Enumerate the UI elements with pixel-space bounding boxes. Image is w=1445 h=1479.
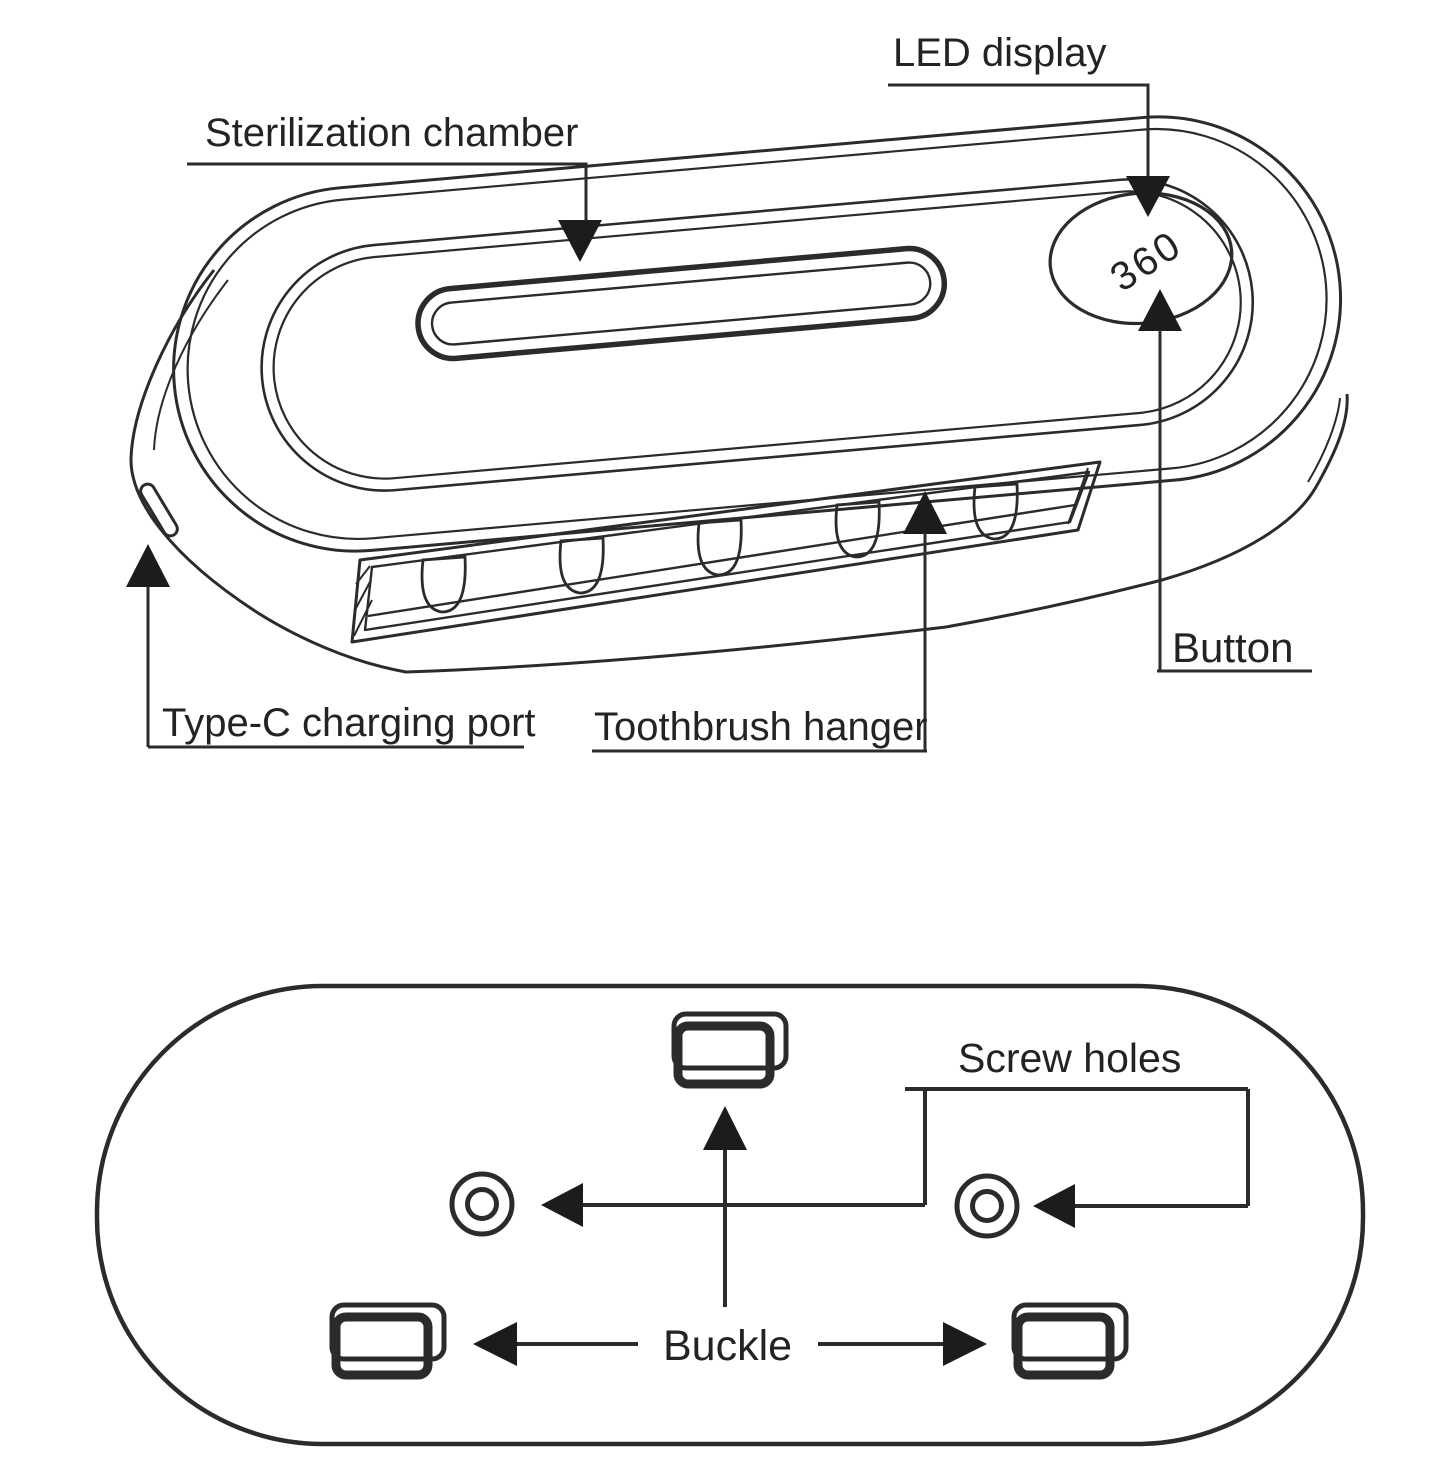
arrow-right-icon — [943, 1322, 987, 1366]
callout-type-c-charging-port: Type-C charging port — [126, 544, 536, 749]
device-top-perspective-view: 360 — [129, 115, 1349, 674]
screw-hole-right — [954, 1173, 1020, 1239]
callout-toothbrush-hanger: Toothbrush hanger — [592, 491, 947, 753]
buckle-top — [671, 1011, 789, 1089]
arrow-down-icon — [1126, 176, 1170, 217]
type-c-port-slot — [139, 482, 179, 538]
callout-sterilization-chamber: Sterilization chamber — [187, 111, 602, 262]
arrow-up-icon — [126, 544, 170, 587]
callout-buckle: Buckle — [473, 1106, 987, 1370]
arrow-up-icon — [703, 1106, 747, 1150]
led-display-360-text: 360 — [1103, 222, 1190, 300]
arrow-left-icon — [473, 1322, 517, 1366]
sterilization-chamber-label: Sterilization chamber — [205, 111, 579, 155]
callout-led-display: LED display — [888, 31, 1170, 217]
screw-holes-label: Screw holes — [958, 1035, 1181, 1081]
buckle-label: Buckle — [663, 1322, 792, 1370]
screw-hole-left — [449, 1171, 515, 1237]
type-c-charging-port-label: Type-C charging port — [162, 701, 536, 745]
led-display-label: LED display — [893, 31, 1106, 75]
buckle-bottom-left — [329, 1302, 447, 1380]
arrow-left-icon — [541, 1183, 583, 1227]
toothbrush-hanger-label: Toothbrush hanger — [594, 705, 928, 749]
device-side-wall — [129, 269, 1349, 674]
hanger-slots — [420, 482, 1019, 614]
arrow-up-icon — [1138, 289, 1182, 331]
arrow-up-icon — [903, 491, 947, 534]
bottom-outline — [94, 983, 1366, 1447]
device-bottom-view: Screw holes Buckle — [94, 983, 1366, 1447]
callout-button: Button — [1138, 289, 1312, 673]
arrow-left-icon — [1033, 1184, 1075, 1228]
callout-screw-holes: Screw holes — [541, 1035, 1250, 1228]
sterilization-chamber-slot — [415, 245, 948, 362]
buckle-bottom-right — [1011, 1302, 1129, 1380]
button-label: Button — [1172, 624, 1293, 671]
arrow-down-icon — [558, 220, 602, 262]
device-top-face — [172, 115, 1343, 553]
toothbrush-hanger-recess — [350, 460, 1102, 644]
